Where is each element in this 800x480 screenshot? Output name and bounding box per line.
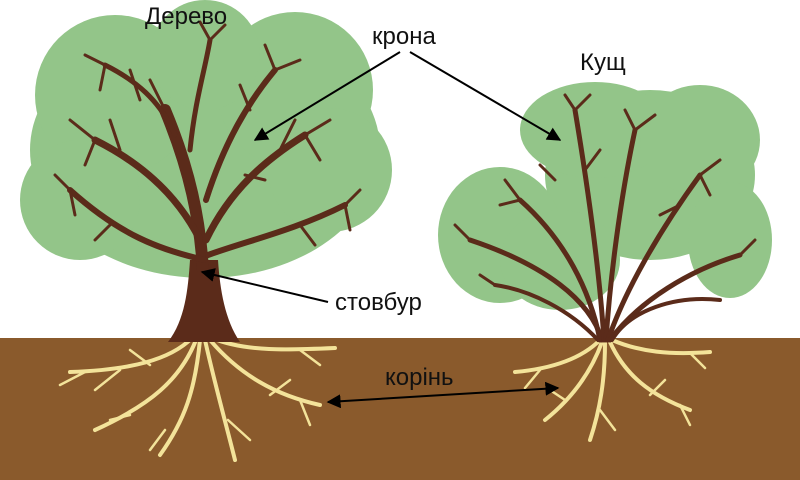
crown-arrow-tree [253,51,401,141]
trunk-arrow [200,268,329,303]
tree-trunk [67,37,348,342]
tree-twigs [53,20,362,247]
root-arrow [326,381,560,409]
arrows [200,51,562,409]
crown-arrow-shrub [409,51,562,141]
root-label: корінь [385,364,454,391]
shrub-crown [438,82,772,310]
tree-roots [58,336,337,462]
tree-title: Дерево [145,3,227,30]
soil [0,338,800,480]
crown-label: крона [372,23,436,50]
shrub-stems [467,107,743,343]
shrub-title: Кущ [580,49,626,76]
trunk-label: стовбур [335,289,422,316]
shrub-roots [513,338,712,442]
shrub-twigs [453,93,757,287]
